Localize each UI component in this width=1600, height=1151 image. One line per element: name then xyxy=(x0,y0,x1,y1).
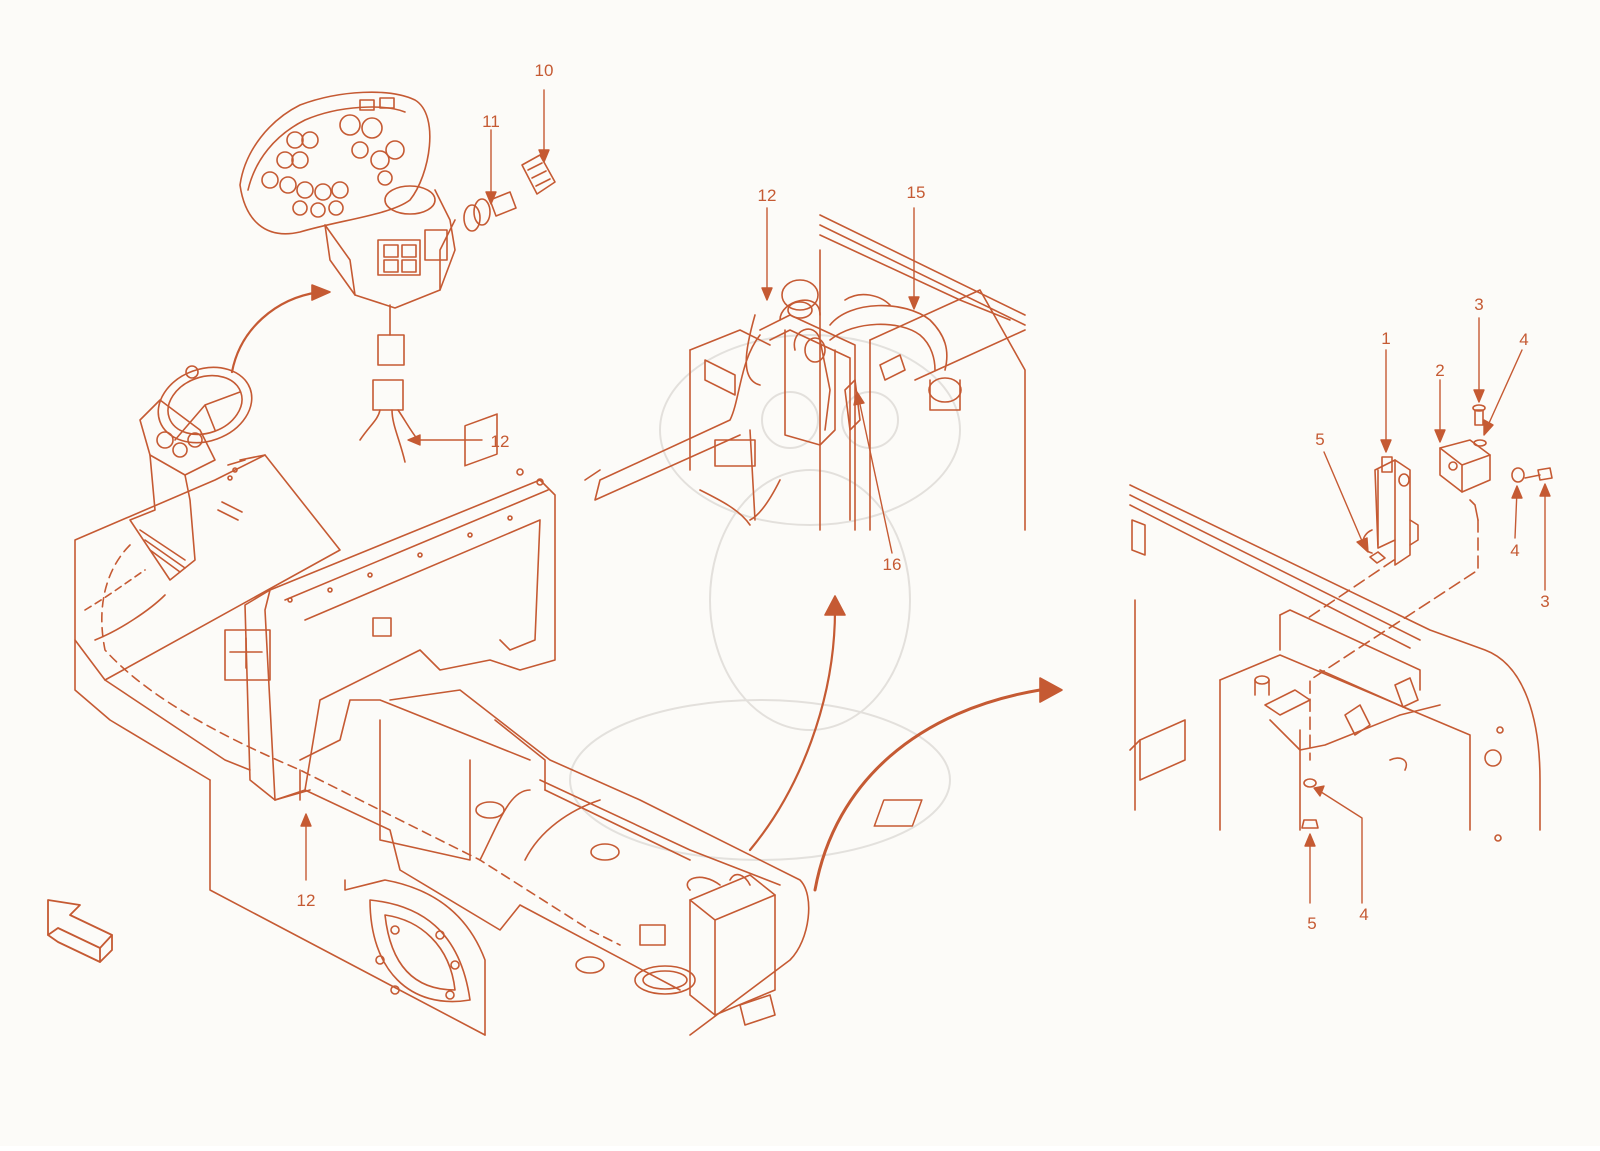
mount-detail-view xyxy=(873,404,1553,842)
callout-1: 1 xyxy=(1381,329,1390,348)
leader-lines xyxy=(300,89,1551,904)
callout-2: 2 xyxy=(1435,361,1444,380)
battery-detail-view xyxy=(594,214,1026,531)
detail-arrow-battery xyxy=(748,608,837,852)
dashboard-console xyxy=(239,91,456,309)
detail-arrow-mount xyxy=(813,688,1042,892)
callout-5-left: 5 xyxy=(1315,430,1324,449)
switch-assembly xyxy=(463,154,556,232)
steering-column xyxy=(129,365,253,581)
callout-15: 15 xyxy=(907,183,926,202)
callout-4-mid: 4 xyxy=(1510,541,1519,560)
callout-4-bottom: 4 xyxy=(1359,905,1368,924)
callout-10: 10 xyxy=(535,61,554,80)
callout-12-dashboard: 12 xyxy=(491,432,510,451)
callout-3-right: 3 xyxy=(1540,592,1549,611)
callout-4-top: 4 xyxy=(1519,330,1528,349)
chassis-frame xyxy=(74,413,810,1036)
detail-arrow-dashboard xyxy=(230,290,322,374)
callout-12-detail: 12 xyxy=(758,186,777,205)
callout-5-bottom: 5 xyxy=(1307,914,1316,933)
callout-12-frame: 12 xyxy=(297,891,316,910)
callout-16: 16 xyxy=(883,555,902,574)
callout-3-top: 3 xyxy=(1474,295,1483,314)
front-direction-arrow-icon xyxy=(47,899,113,963)
callout-11: 11 xyxy=(482,112,500,131)
